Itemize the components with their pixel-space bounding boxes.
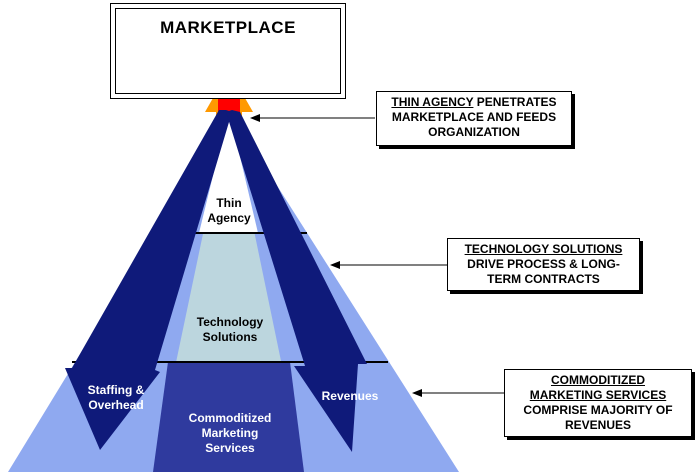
commoditized-label-2: Marketing <box>201 426 259 440</box>
revenues-label: Revenues <box>321 389 379 403</box>
thin-agency-label: Thin Agency <box>189 196 269 226</box>
marketplace-box: MARKETPLACE <box>110 3 346 99</box>
left-arrow <box>65 110 232 450</box>
callout-thin-agency: THIN AGENCY PENETRATES MARKETPLACE AND F… <box>376 91 572 146</box>
commoditized-layer <box>153 362 304 472</box>
callout-thin-agency-underlined: THIN AGENCY <box>391 95 474 109</box>
technology-label-2: Solutions <box>202 330 258 344</box>
technology-label: Technology Solutions <box>180 315 280 345</box>
marketplace-title: MARKETPLACE <box>160 18 296 37</box>
right-arrow <box>226 110 367 452</box>
callout-technology-underlined: TECHNOLOGY SOLUTIONS <box>464 242 623 256</box>
callout-commoditized-underlined-2: MARKETING SERVICES <box>529 388 667 402</box>
thin-agency-layer <box>199 110 258 233</box>
callout-commoditized-underlined-1: COMMODITIZED <box>551 373 645 387</box>
thin-agency-label-1: Thin <box>216 196 242 210</box>
technology-label-1: Technology <box>196 315 264 329</box>
callout-thin-agency-line-3: ORGANIZATION <box>428 125 520 139</box>
commoditized-label: Commoditized Marketing Services <box>175 411 285 456</box>
staffing-overhead-label: Staffing & Overhead <box>78 383 154 413</box>
callout-technology: TECHNOLOGY SOLUTIONS DRIVE PROCESS & LON… <box>447 238 640 291</box>
staffing-label-1: Staffing & <box>87 383 145 397</box>
callout-thin-agency-rest: PENETRATES <box>473 95 557 109</box>
pointer-thin-agency-head <box>250 114 260 122</box>
callout-thin-agency-line-1: THIN AGENCY PENETRATES <box>377 95 571 110</box>
callout-technology-line-2: DRIVE PROCESS & LONG- <box>467 257 620 271</box>
callout-commoditized: COMMODITIZED MARKETING SERVICES COMPRISE… <box>504 369 692 437</box>
commoditized-label-1: Commoditized <box>188 411 272 425</box>
callout-thin-agency-line-2: MARKETPLACE AND FEEDS <box>391 110 557 124</box>
commoditized-label-3: Services <box>205 441 255 455</box>
marketplace-box-inner <box>115 8 341 94</box>
thin-agency-label-2: Agency <box>207 211 251 225</box>
staffing-label-2: Overhead <box>88 398 144 412</box>
callout-technology-line-3: TERM CONTRACTS <box>487 272 600 286</box>
callout-commoditized-line-3: COMPRISE MAJORITY OF <box>523 403 673 417</box>
callout-commoditized-line-4: REVENUES <box>564 418 632 432</box>
pointer-commoditized-head <box>412 389 422 397</box>
pointer-technology-head <box>330 261 340 269</box>
